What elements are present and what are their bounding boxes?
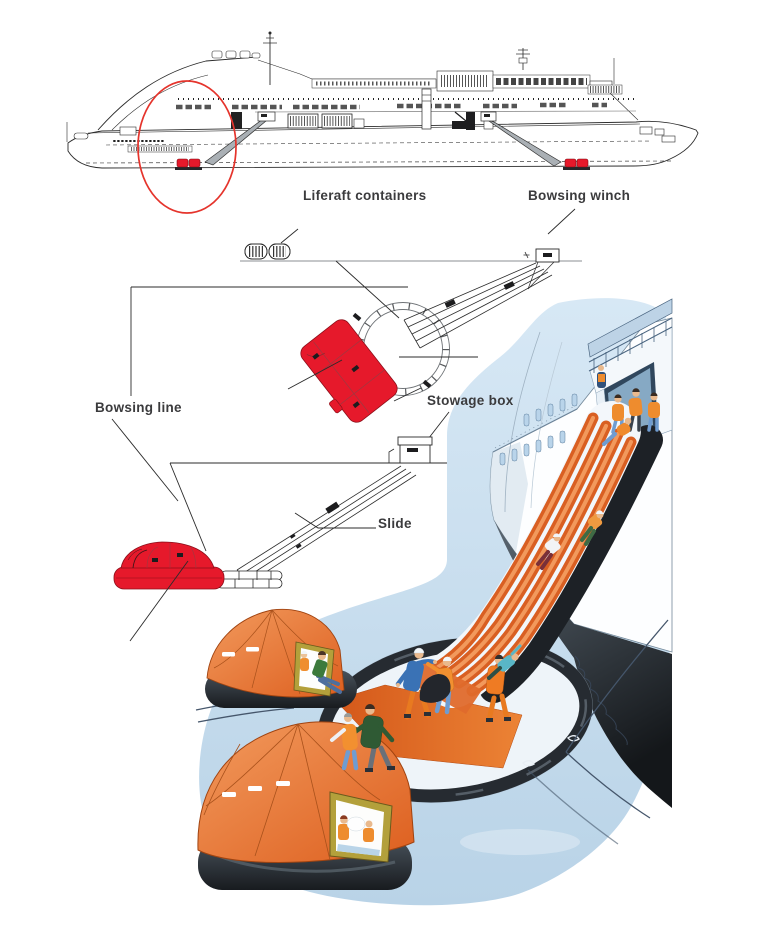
people-at-door (602, 388, 660, 446)
label-bowsing-line: Bowsing line (95, 400, 182, 415)
stowage-box-open (300, 319, 398, 423)
foremast (263, 31, 277, 85)
person-crouching-dark (419, 674, 451, 703)
slide-tubes-topview (403, 261, 555, 349)
liferaft-containers-red-right (563, 158, 590, 170)
person-on-slide-2 (536, 533, 561, 570)
deck-roof (587, 298, 673, 358)
leader-into-box (287, 359, 343, 390)
leader-liferaft-containers (280, 228, 299, 244)
sideview-leaders (111, 418, 376, 642)
funnel-pipe (421, 88, 432, 130)
platform-floats-sideview (216, 570, 283, 589)
window-rows (176, 102, 607, 110)
stowage-box-closed (388, 436, 433, 464)
label-slide: Slide (378, 516, 412, 531)
top-deck-fittings (211, 50, 261, 59)
person-walking (485, 652, 514, 723)
liferaft-sideview (113, 541, 225, 590)
evacuees-and-crew (330, 365, 660, 772)
deck-crane (452, 111, 475, 130)
annotation-labels: Liferaft containers Bowsing winch Bowsin… (95, 188, 630, 531)
slide-side-tube (479, 425, 663, 703)
label-liferaft-containers: Liferaft containers (303, 188, 426, 203)
leader-bowsing-winch (547, 208, 576, 235)
evacuation-slides (412, 401, 641, 714)
sideview-diagram (111, 418, 447, 642)
liferaft-upper (205, 608, 357, 708)
label-bowsing-winch: Bowsing winch (528, 188, 630, 203)
label-stowage-box: Stowage box (427, 393, 514, 408)
hull-windows (499, 393, 578, 466)
leader-bowsing-line (111, 418, 179, 502)
bowsing-line-topview (335, 260, 400, 319)
highlight-circle (137, 80, 237, 214)
person-helper (395, 647, 437, 720)
person-green-sweater (349, 704, 395, 772)
bow-fittings (639, 126, 676, 143)
person-on-slide-3 (580, 510, 604, 546)
person-on-deck (597, 365, 606, 388)
topview-diagram (130, 208, 582, 444)
hull-chute-right (480, 111, 562, 167)
evacuation-scene (195, 298, 673, 906)
person-on-slide-1 (487, 644, 522, 680)
people-inside-raft (338, 815, 374, 842)
superstructure-sweep (97, 56, 259, 131)
ship-profile-diagram (66, 31, 699, 214)
bowsing-line-sideview (169, 462, 207, 552)
leader-liferaft (129, 560, 189, 642)
leader-stowage-up (393, 387, 422, 402)
liferaft-containers-drawing (244, 243, 291, 260)
bowsing-winch-drawing (523, 248, 560, 263)
leader-slide (294, 512, 376, 529)
topview-leaders (130, 208, 576, 444)
person-climbing-in (312, 651, 342, 694)
liferaft-lower (197, 721, 415, 890)
hull-chute-left (204, 111, 276, 166)
deck-railing (588, 317, 673, 373)
person-companion (330, 713, 359, 771)
liferaft-containers-red-left (175, 158, 202, 170)
radar-mast (516, 48, 530, 70)
deck-racks (287, 113, 365, 129)
